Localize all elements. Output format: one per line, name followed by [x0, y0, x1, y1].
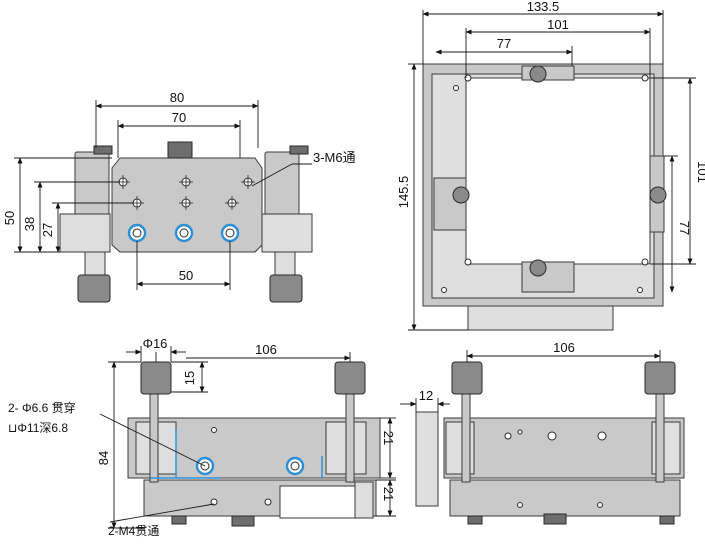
callout-tapped: 2-M4贯通 [108, 524, 159, 538]
dim-height-plate: 101 [695, 161, 705, 183]
end-view: 106 12 [400, 340, 685, 525]
stage-plate [465, 77, 651, 265]
right-top-screw [289, 145, 309, 155]
bottom-adjust-screw [529, 259, 547, 277]
dim-knob-height: 15 [182, 371, 197, 385]
dim-width-holes: 77 [497, 36, 511, 51]
end-right-knob [644, 361, 676, 395]
dim-end-width: 106 [553, 340, 575, 355]
top-adjust-screw [529, 65, 547, 83]
dim-low-height: 21 [381, 487, 396, 501]
dim-side-width: 106 [255, 342, 277, 357]
end-upper-block [443, 417, 685, 479]
side-plate [415, 411, 439, 507]
side-view: Φ16 106 15 84 21 21 2- Φ6.6 贯穿 ⊔Φ11深6.8 … [8, 336, 396, 538]
dim-height-total: 50 [2, 211, 17, 225]
left-top-screw [93, 145, 113, 155]
dim-width-inner: 70 [172, 110, 186, 125]
bottom-plate-edge [467, 304, 614, 331]
dim-mid-height: 21 [381, 431, 396, 445]
callout-m6: 3-M6通 [313, 150, 356, 165]
dim-height-holes: 77 [677, 221, 692, 235]
dim-width-total: 133.5 [527, 0, 560, 14]
top-view: 133.5 101 77 145.5 101 77 [396, 0, 705, 331]
left-adjust-screw [452, 186, 470, 204]
left-knob [140, 361, 172, 395]
front-view: 80 70 50 38 27 50 3-M6通 [2, 90, 356, 303]
dim-height-low: 27 [40, 223, 55, 237]
callout-counterbore: ⊔Φ11深6.8 [8, 421, 68, 435]
left-base-block [59, 213, 111, 253]
dim-height-total: 145.5 [396, 176, 411, 209]
dim-side-height: 84 [96, 451, 111, 465]
callout-through-hole: 2- Φ6.6 贯穿 [8, 400, 76, 415]
end-left-knob [451, 361, 483, 395]
dim-width-plate: 101 [547, 17, 569, 32]
dim-hole-spacing: 50 [179, 268, 193, 283]
right-adjust-screw [649, 186, 667, 204]
top-knob [167, 141, 193, 159]
dim-width-outer: 80 [170, 90, 184, 105]
end-lower-block [449, 479, 681, 517]
right-foot-knob [269, 274, 303, 303]
dim-plate-thickness: 12 [419, 388, 433, 403]
right-base-block [261, 213, 313, 253]
dim-height-mid: 38 [22, 217, 37, 231]
dim-knob-diameter: Φ16 [143, 336, 168, 351]
right-knob [334, 361, 366, 395]
left-foot-knob [77, 274, 111, 303]
